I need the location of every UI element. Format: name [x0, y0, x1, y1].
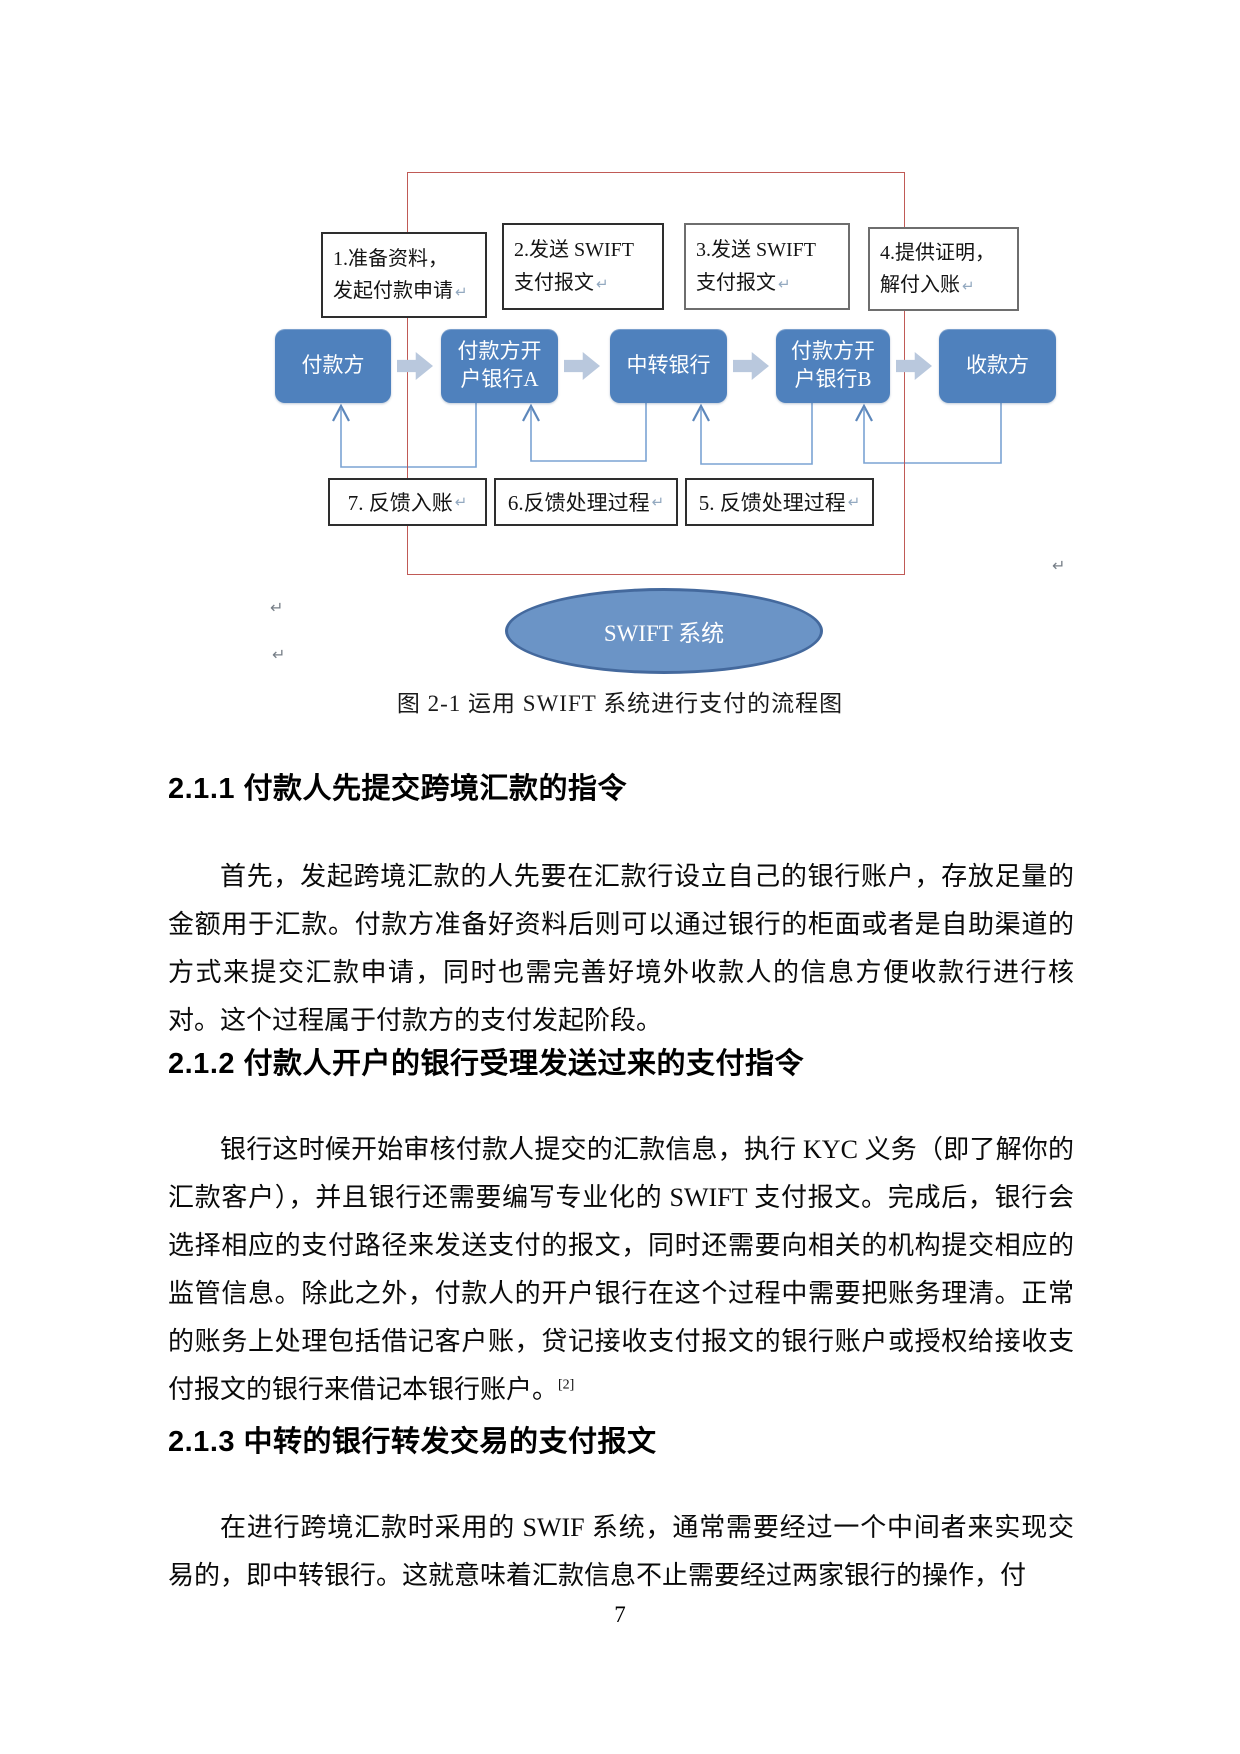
step-3-line1: 3.发送 SWIFT	[696, 239, 816, 262]
paragraph-mark: ↵	[1052, 556, 1066, 575]
section-heading-2-1-1: 2.1.1 付款人先提交跨境汇款的指令	[168, 773, 628, 805]
paragraph-text: 银行这时候开始审核付款人提交的汇款信息，执行 KYC 义务（即了解你的汇款客户）…	[168, 1135, 1074, 1404]
arrowheads	[332, 403, 873, 422]
payment-flow-diagram: 1.准备资料， 发起付款申请↵ 2.发送 SWIFT 支付报文↵ 3.发送 SW…	[0, 0, 1240, 730]
entity-box-payer-bank-a: 付款方开户银行A	[441, 329, 558, 403]
page-number: 7	[614, 1602, 626, 1627]
return-mark-icon: ↵	[455, 283, 468, 301]
entity-label2: 户银行A	[460, 367, 539, 391]
step-2-line2: 支付报文↵	[514, 271, 609, 294]
entity-box-payer: 付款方	[275, 329, 391, 403]
return-mark-icon: ↵	[962, 277, 975, 295]
paragraph-mark: ↵	[270, 598, 284, 617]
return-mark-icon: ↵	[454, 493, 468, 511]
step-box-3: 3.发送 SWIFT 支付报文↵	[684, 223, 850, 310]
step-box-1: 1.准备资料， 发起付款申请↵	[321, 232, 487, 318]
section-heading-2-1-3: 2.1.3 中转的银行转发交易的支付报文	[168, 1426, 657, 1458]
entity-label: 付款方开	[457, 339, 542, 364]
entity-label: 付款方开	[791, 339, 875, 364]
step-box-4: 4.提供证明， 解付入账↵	[868, 227, 1019, 311]
feedback-box-5: 5. 反馈处理过程↵	[685, 478, 874, 526]
swift-system-label: SWIFT 系统	[603, 621, 725, 646]
section-paragraph-2-1-2: 银行这时候开始审核付款人提交的汇款信息，执行 KYC 义务（即了解你的汇款客户）…	[168, 1126, 1074, 1414]
section-paragraph-2-1-1: 首先，发起跨境汇款的人先要在汇款行设立自己的银行账户，存放足量的金额用于汇款。付…	[168, 853, 1074, 1045]
step-box-2: 2.发送 SWIFT 支付报文↵	[502, 223, 664, 310]
paragraph-text: 在进行跨境汇款时采用的 SWIF 系统，通常需要经过一个中间者来实现交易的，即中…	[168, 1513, 1074, 1590]
entity-box-payee: 收款方	[939, 329, 1056, 403]
feedback-label: 7. 反馈入账	[347, 491, 453, 515]
entity-box-intermediary-bank: 中转银行	[610, 329, 727, 403]
section-paragraph-2-1-3: 在进行跨境汇款时采用的 SWIF 系统，通常需要经过一个中间者来实现交易的，即中…	[168, 1504, 1074, 1600]
return-mark-icon: ↵	[847, 493, 861, 511]
paragraph-mark: ↵	[272, 645, 286, 664]
return-mark-icon: ↵	[596, 274, 609, 293]
citation-superscript: [2]	[558, 1377, 575, 1393]
feedback-box-7: 7. 反馈入账↵	[328, 478, 487, 526]
entity-box-payer-bank-b: 付款方开户银行B	[776, 329, 890, 403]
figure-caption: 图 2-1 运用 SWIFT 系统进行支付的流程图	[396, 691, 844, 716]
feedback-box-6: 6.反馈处理过程↵	[494, 478, 678, 526]
step-4-line1: 4.提供证明，	[880, 241, 995, 264]
step-2-line1: 2.发送 SWIFT	[514, 239, 634, 262]
return-mark-icon: ↵	[651, 493, 665, 511]
entity-label: 收款方	[966, 353, 1029, 378]
step-1-line2: 发起付款申请↵	[333, 280, 468, 302]
swift-system-ellipse: SWIFT 系统	[505, 588, 823, 674]
return-mark-icon: ↵	[778, 274, 791, 293]
entity-label: 中转银行	[626, 353, 711, 378]
step-4-line2: 解付入账↵	[880, 274, 975, 296]
step-1-line1: 1.准备资料，	[333, 247, 448, 270]
step-3-line2: 支付报文↵	[696, 271, 791, 294]
feedback-label: 6.反馈处理过程	[507, 491, 650, 515]
paragraph-text: 首先，发起跨境汇款的人先要在汇款行设立自己的银行账户，存放足量的金额用于汇款。付…	[168, 862, 1074, 1035]
feedback-label: 5. 反馈处理过程	[698, 491, 846, 515]
section-heading-2-1-2: 2.1.2 付款人开户的银行受理发送过来的支付指令	[168, 1048, 805, 1080]
feedback-connectors	[332, 403, 1002, 468]
entity-label: 付款方	[301, 353, 365, 378]
entity-label2: 户银行B	[794, 367, 872, 391]
